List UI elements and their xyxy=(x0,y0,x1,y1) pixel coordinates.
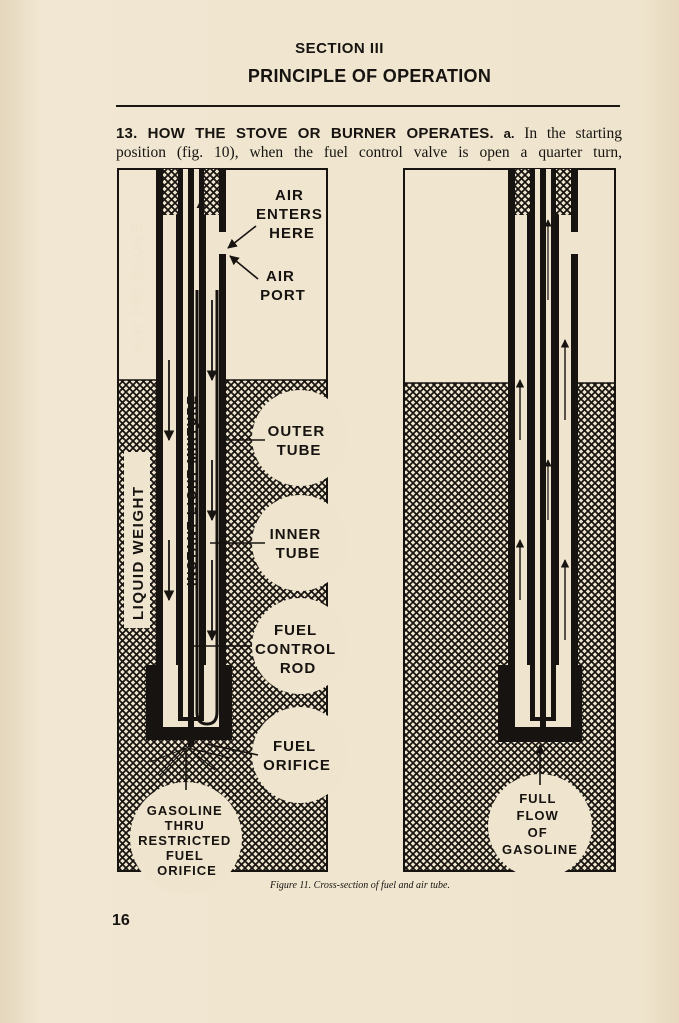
outer-tube-callout: OUTER TUBE xyxy=(268,423,331,459)
outer-tube-word-2: TUBE xyxy=(277,442,322,459)
air-enters-word-3: HERE xyxy=(269,225,315,242)
air-u-tube xyxy=(195,290,219,726)
orifice-word-2: ORIFICE xyxy=(263,757,331,774)
full-flow-word-3: OF xyxy=(528,825,548,840)
liquid-weight-label: LIQUID WEIGHT xyxy=(130,486,147,621)
callout-bubble-outer xyxy=(252,390,348,486)
paragraph-heading: 13. HOW THE STOVE OR BURNER OPERATES. xyxy=(116,125,494,142)
air-port-notch xyxy=(219,232,228,254)
callout-bubble-orifice xyxy=(252,707,348,803)
callout-bubble-rod xyxy=(252,598,348,694)
left-panel: AIR PRESSURE LIQUID WEIGHT INSTANT LIGHT… xyxy=(117,168,348,894)
gasoline-word-3: RESTRICTED xyxy=(138,833,231,848)
inner-tube-word-1: INNER xyxy=(270,526,322,543)
gasoline-word-1: GASOLINE xyxy=(147,803,223,818)
air-port-word-2: PORT xyxy=(260,287,306,304)
outer-tube-word-1: OUTER xyxy=(268,423,326,440)
gasoline-word-4: FUEL xyxy=(166,848,204,863)
air-enters-leader xyxy=(227,225,257,249)
right-annulus-left xyxy=(515,215,527,715)
chapter-title: PRINCIPLE OF OPERATION xyxy=(247,66,492,86)
air-port-word-1: AIR xyxy=(266,268,295,285)
orifice-spray xyxy=(149,747,231,776)
instant-light-mixture-label: INSTANT LIGHT MIXTURE xyxy=(184,394,199,586)
rod-word-3: ROD xyxy=(280,660,316,677)
gasoline-word-5: ORIFICE xyxy=(157,863,217,878)
orifice-word-1: FUEL xyxy=(273,738,316,755)
right-panel: FULL FLOW OF GASOLINE xyxy=(403,168,616,878)
callout-bubble-inner xyxy=(252,495,348,591)
right-control-rod xyxy=(540,169,546,729)
paragraph-line-1: 13. HOW THE STOVE OR BURNER OPERATES. a.… xyxy=(116,124,622,143)
paragraph-line-2: position (fig. 10), when the fuel contro… xyxy=(116,144,622,161)
air-enters-word-2: ENTERS xyxy=(256,206,323,223)
air-port-callout: AIR PORT xyxy=(260,268,306,304)
fuel-control-rod-callout: FUEL CONTROL ROD xyxy=(255,622,341,677)
full-flow-callout: FULL FLOW OF GASOLINE xyxy=(502,791,578,857)
liquid-weight-label-bg xyxy=(124,452,150,628)
header-rule xyxy=(116,105,620,107)
section-label: SECTION III xyxy=(295,40,384,57)
paragraph-sub-label: a. xyxy=(503,126,515,141)
gasoline-word-2: THRU xyxy=(165,818,205,833)
paragraph-line-1-text: In the starting xyxy=(524,125,622,142)
full-flow-word-2: FLOW xyxy=(517,808,559,823)
full-flow-word-4: GASOLINE xyxy=(502,842,578,857)
inner-tube-callout: INNER TUBE xyxy=(270,526,327,562)
right-air-port-notch xyxy=(571,232,580,254)
figure-caption: Figure 11. Cross-section of fuel and air… xyxy=(270,880,450,891)
fuel-control-rod xyxy=(188,169,194,747)
full-flow-word-1: FULL xyxy=(519,791,556,806)
fuel-orifice-callout: FUEL ORIFICE xyxy=(263,738,331,774)
air-enters-callout: AIR ENTERS HERE xyxy=(256,187,328,242)
page-number: 16 xyxy=(112,912,130,929)
fuel-orifice-leader xyxy=(205,743,259,756)
body-paragraph: 13. HOW THE STOVE OR BURNER OPERATES. a.… xyxy=(116,124,622,162)
gasoline-restricted-callout: GASOLINE THRU RESTRICTED FUEL ORIFICE xyxy=(138,803,236,878)
callout-bubble-gasoline xyxy=(130,782,242,894)
rod-word-1: FUEL xyxy=(274,622,317,639)
outer-annulus-left xyxy=(163,215,176,725)
air-enters-word-1: AIR xyxy=(275,187,304,204)
callout-bubble-full-flow xyxy=(488,774,592,878)
air-pressure-label: AIR PRESSURE xyxy=(129,221,146,352)
inner-tube-word-2: TUBE xyxy=(276,545,321,562)
rod-word-2: CONTROL xyxy=(255,641,336,658)
air-port-leader xyxy=(229,255,259,280)
